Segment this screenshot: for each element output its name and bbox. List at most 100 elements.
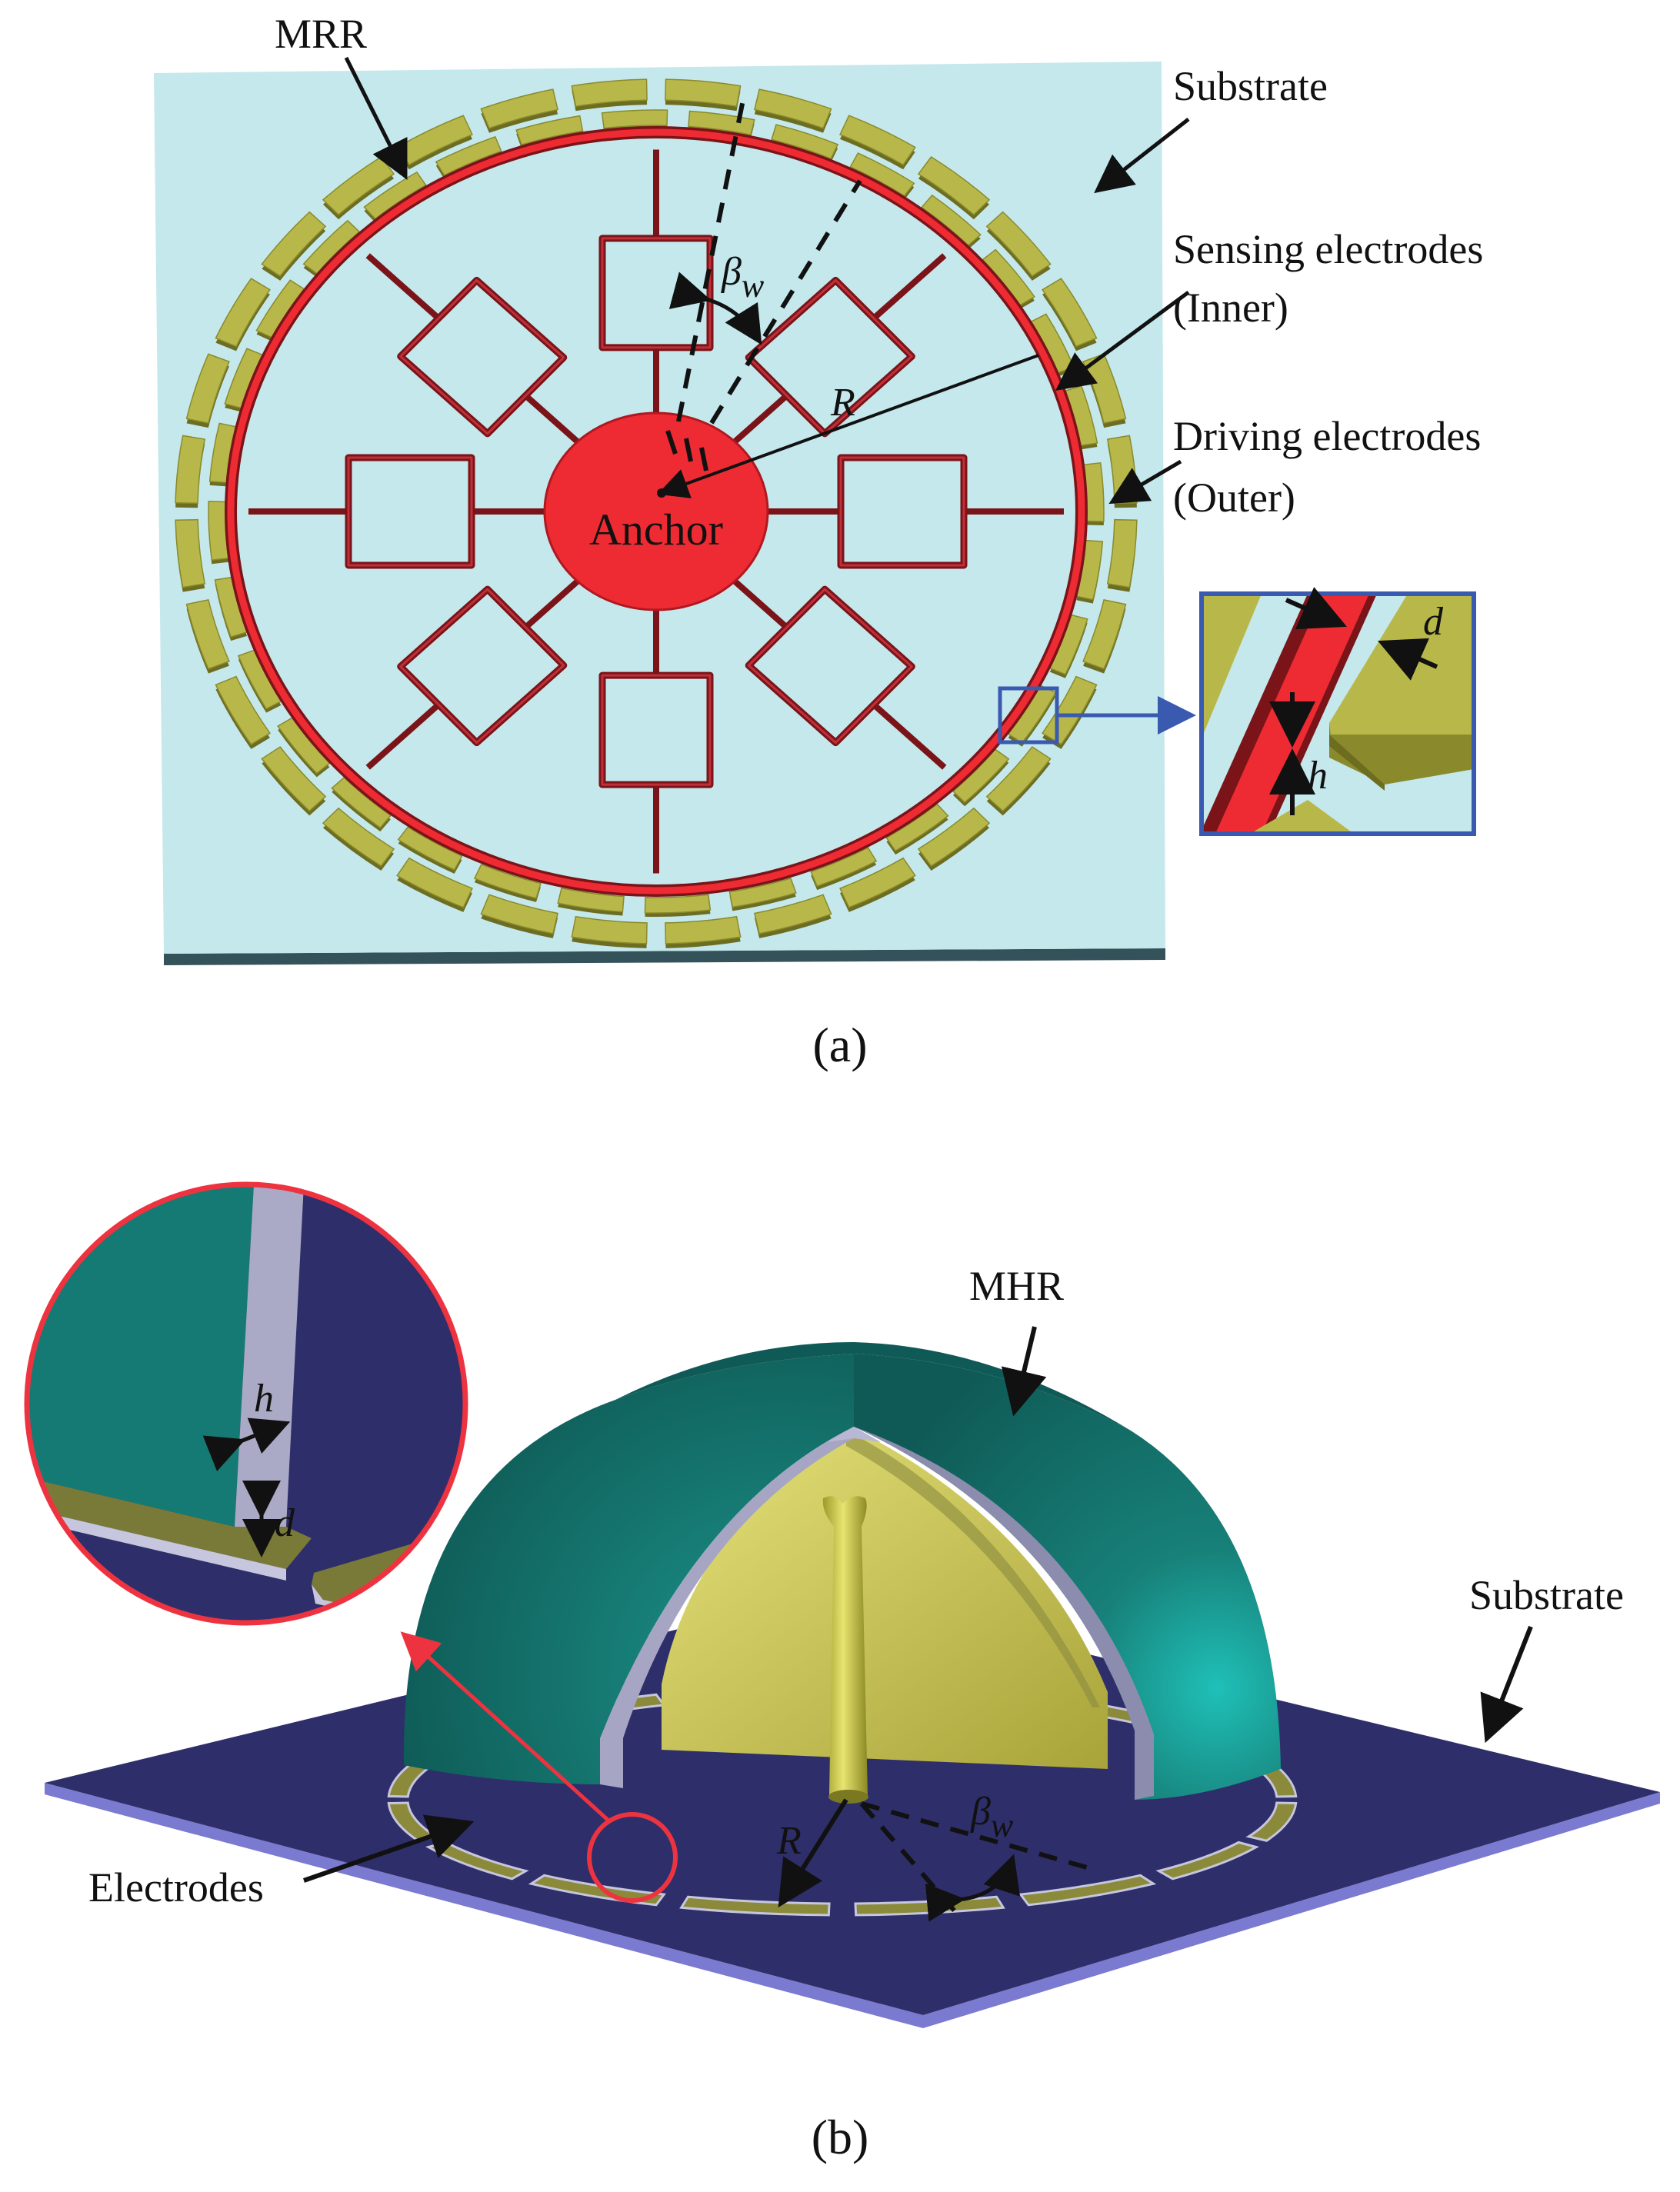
driving-electrode [215,675,272,745]
sensing-electrode [473,863,542,899]
driving-arrow [1108,459,1182,505]
driving-electrode [1106,518,1138,588]
dome-cut-top [827,1427,881,1442]
driving-electrode [985,746,1052,812]
electrode-segment [1155,1841,1259,1881]
mhr-arrow [1001,1326,1047,1417]
dome-cut-edge-right [854,1427,1154,1800]
driving-electrode [480,894,558,934]
driving-electrode [839,115,916,166]
sensing-electrode [885,803,949,852]
substrate-arrow-a [1094,118,1190,194]
inset-a: d h [1199,587,1476,836]
driving-electrode [396,115,473,166]
electrode-segment [1245,1801,1298,1842]
inset-b-frame [24,1181,468,1626]
beta-label-b: βw [970,1790,1014,1844]
sensing-electrode [515,115,584,146]
zoom-circle-b [587,1812,678,1903]
inset-b-h-label: h [254,1377,274,1421]
driving-electrode [185,598,230,670]
anchor [543,411,769,611]
spring-loop [598,671,714,788]
spring-loop-highlight [747,588,913,745]
driving-electrodes-sublabel: (Outer) [1173,475,1295,521]
dome-interior [662,1431,1108,1769]
driving-electrode [839,857,916,908]
driving-electrode [480,88,558,129]
driving-electrode [1082,598,1127,670]
inset-a-d-arrow-1 [1285,587,1347,630]
sensing-electrodes [208,109,1105,917]
substrate-arrow-b [1480,1625,1533,1744]
sensing-electrode [644,894,712,914]
spring-loop-highlight [747,278,913,435]
spring-loop-highlight [601,674,712,786]
inset-a-d-arrow-2 [1378,638,1438,681]
dome-shell-top [615,1342,1131,1431]
beta-dashed-tick-1 [665,430,678,455]
driving-electrode [1041,278,1098,348]
panel-b: R βw MHR Substrate Electrodes [24,1181,1660,2164]
spoke-structure [248,149,1064,874]
driving-electrode [322,807,395,867]
driving-electrode [261,746,327,812]
spring-loop-highlight [347,456,473,567]
beta-label-a: βw [721,250,765,305]
driving-electrode [985,211,1052,277]
driving-electrode [665,78,742,108]
spring-loop-highlight [399,278,565,435]
sensing-electrode [849,152,915,197]
driving-electrode [754,894,832,934]
substrate-label-a: Substrate [1173,63,1328,109]
driving-electrode [571,915,648,944]
resonator-ring-face [227,128,1085,894]
radius-arrow-a [657,354,1039,498]
zoom-arrow-b [400,1631,609,1821]
spring-loop-highlight [399,588,565,745]
electrode-segment [1018,1874,1157,1907]
beta-dashed-tick-2 [684,438,693,462]
spring-loop [837,454,968,569]
caption-a: (a) [812,1018,867,1072]
beta-arc-b [925,1854,1021,1922]
driving-electrode [215,278,272,348]
dome-shell-left [403,1354,854,1784]
sensing-electrode [397,826,463,871]
driving-electrode [175,518,206,588]
driving-electrode [665,915,742,944]
dome-stem [822,1496,868,1802]
electrodes-label: Electrodes [88,1864,264,1911]
beta-b-dashed-line-1 [861,1801,1093,1871]
electrodes-arrow [303,1814,475,1883]
sensing-electrodes-sublabel: (Inner) [1173,285,1288,331]
mrr-arrow [344,56,408,180]
beta-dashed-line-1 [676,92,747,422]
panel-a: Anchor R βw MRR Substrate Sensing electr… [154,11,1483,1072]
beta-dashed-line-2 [709,179,862,425]
driving-electrode [175,435,206,505]
inset-a-d-label: d [1423,600,1444,644]
driving-electrodes-label: Driving electrodes [1173,413,1481,459]
spring-loop [345,454,475,569]
driving-electrode [917,807,991,867]
dome-inner-shadow [846,1431,1100,1707]
sensing-electrode [435,135,502,176]
beta-arc-a [668,272,762,345]
sensing-electrode [601,109,668,129]
sensing-electrode [728,877,797,908]
radius-arrow-b [778,1798,848,1908]
spring-loop-highlight [839,456,965,567]
sensing-electrode [363,171,427,220]
mhr-label: MHR [969,1263,1064,1309]
radius-label-a: R [830,381,855,425]
sensing-electrodes-label: Sensing electrodes [1173,226,1483,272]
driving-electrode [754,88,832,129]
sensing-arrow [1055,290,1190,391]
inset-b: h d [24,1181,468,1626]
dome-stem-base [828,1790,868,1804]
anchor-label: Anchor [589,505,723,555]
spring-loop [598,235,714,351]
driving-electrode [917,156,991,216]
sensing-electrode [557,887,625,913]
